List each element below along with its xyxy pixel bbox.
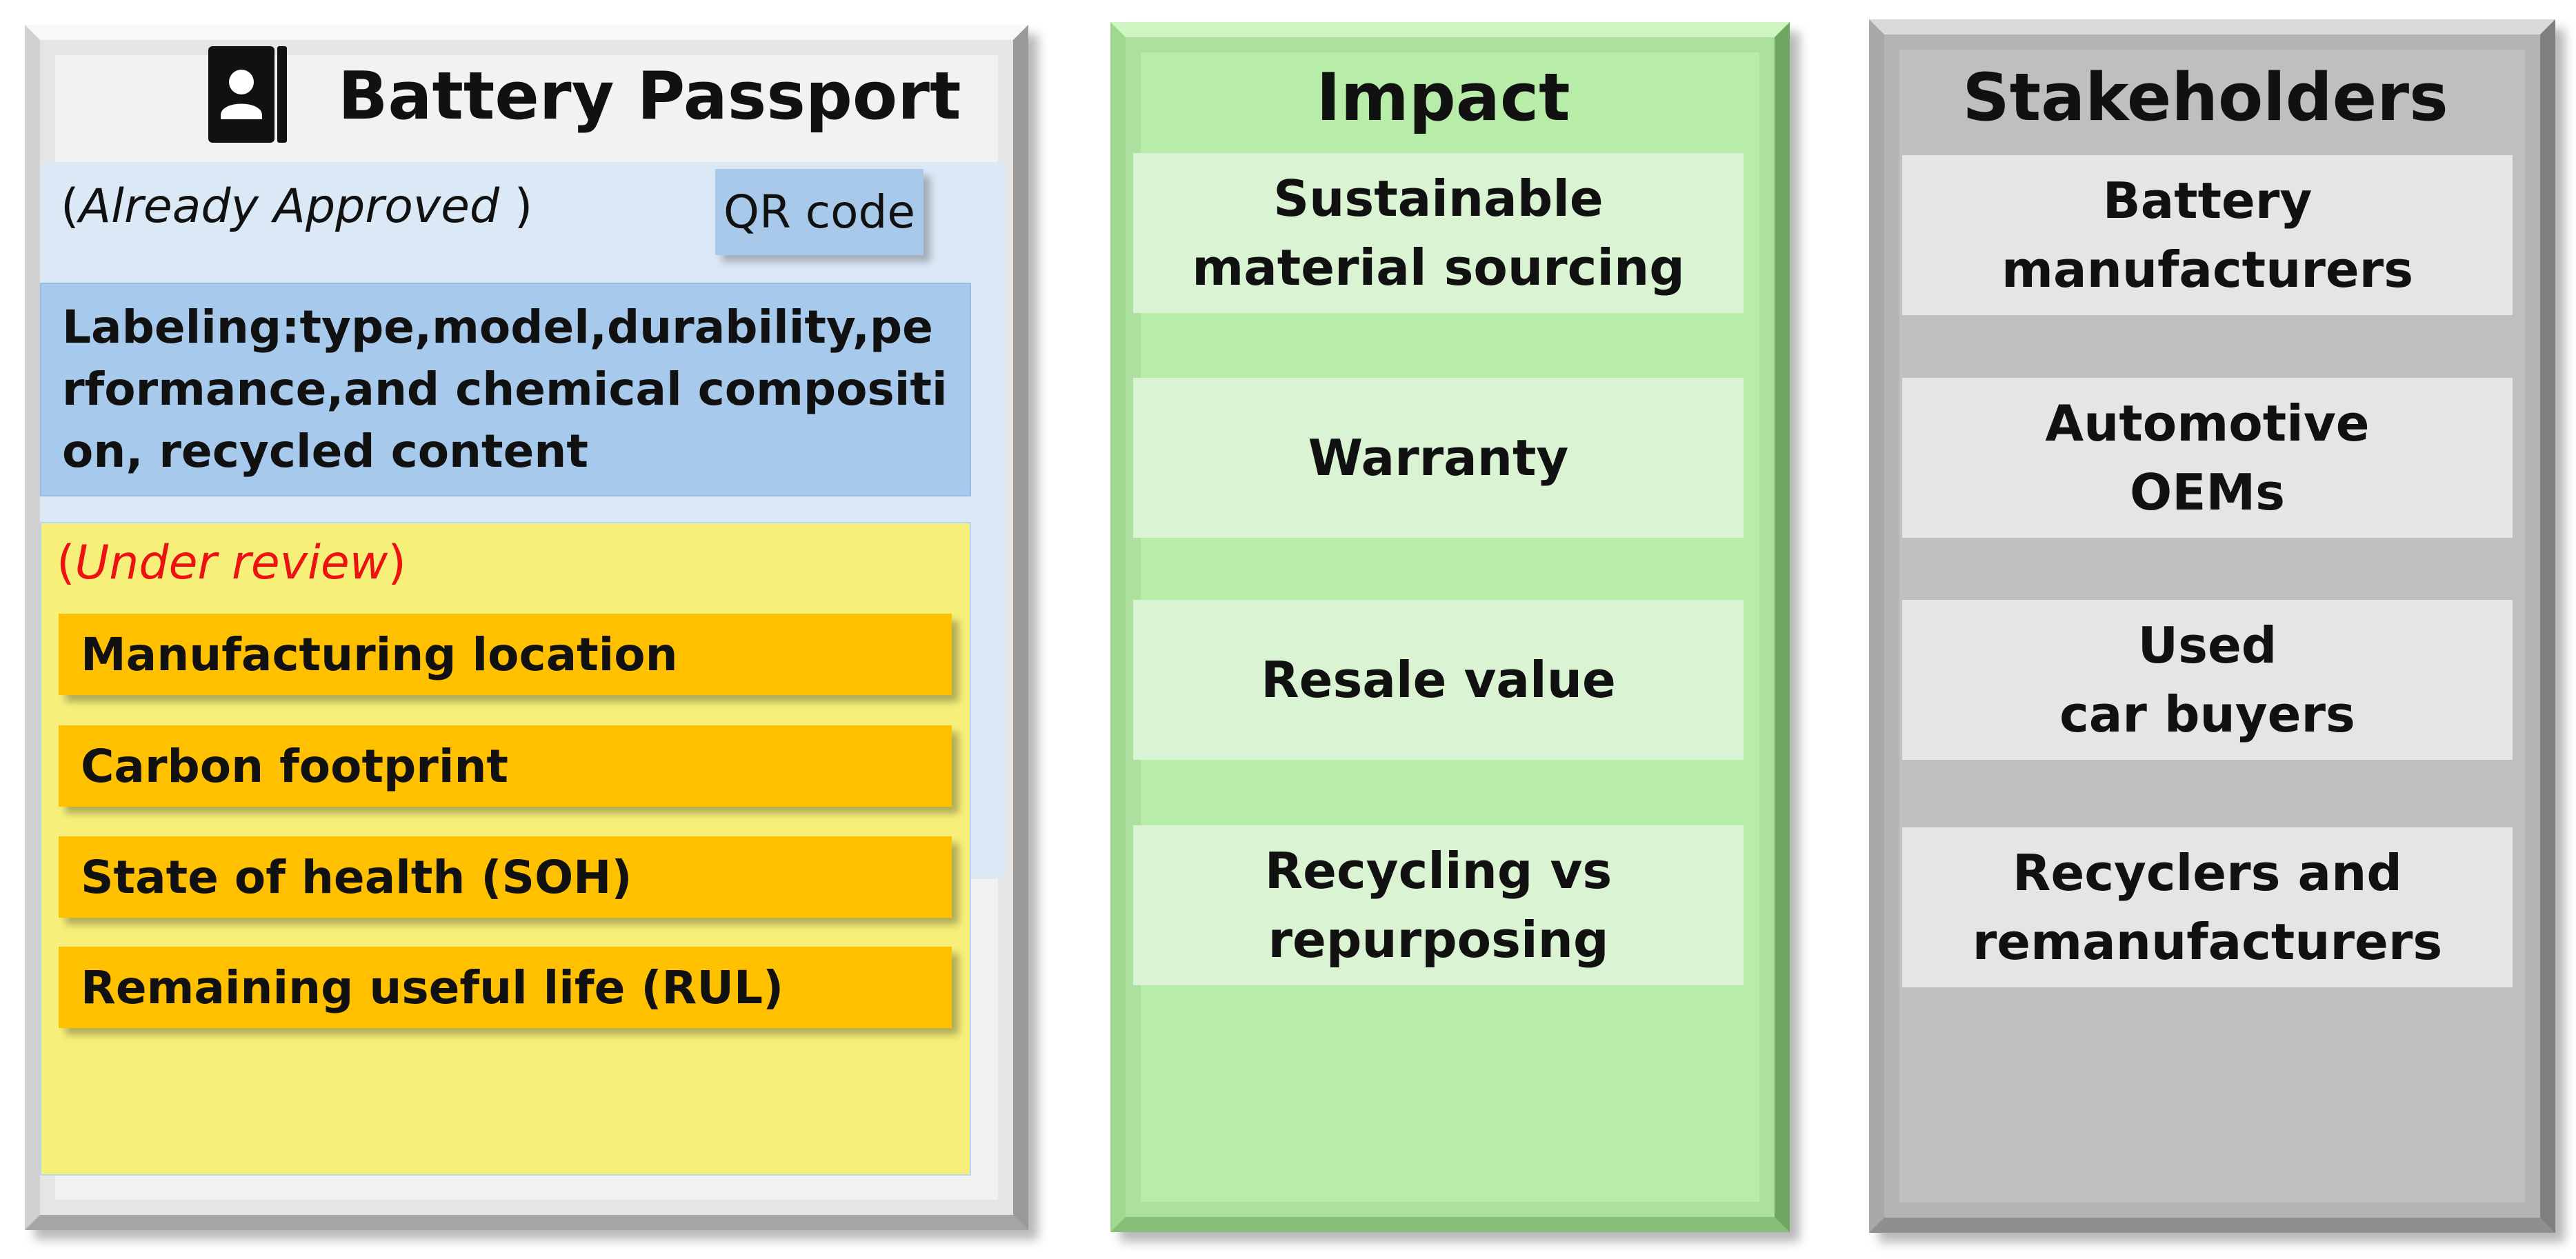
- qr-code-box: QR code: [715, 169, 923, 255]
- approved-tag: (Already Approved ): [61, 176, 532, 238]
- review-open-paren: (: [57, 536, 75, 590]
- stakeholder-card-used-car-buyers: Used car buyers: [1902, 600, 2513, 760]
- impact-card-resale-value: Resale value: [1133, 600, 1744, 760]
- approved-label: Already Approved: [79, 179, 500, 234]
- under-review-tag: (Under review): [57, 532, 406, 594]
- review-item-manufacturing-location: Manufacturing location: [59, 614, 952, 695]
- stakeholders-title: Stakeholders: [1962, 60, 2448, 136]
- impact-card-recycling: Recycling vs repurposing: [1133, 825, 1744, 985]
- stakeholder-card-recyclers: Recyclers and remanufacturers: [1902, 827, 2513, 987]
- approved-open-paren: (: [61, 179, 79, 234]
- review-label: Under review: [74, 536, 388, 590]
- impact-card-warranty: Warranty: [1133, 378, 1744, 538]
- review-item-carbon-footprint: Carbon footprint: [59, 725, 952, 807]
- review-item-remaining-useful-life: Remaining useful life (RUL): [59, 947, 952, 1028]
- passport-book-icon: [208, 46, 287, 143]
- impact-title: Impact: [1316, 60, 1570, 136]
- approved-close-paren: ): [499, 179, 533, 234]
- impact-card-sustainable-sourcing: Sustainable material sourcing: [1133, 153, 1744, 313]
- passport-title: Battery Passport: [338, 59, 961, 134]
- stakeholder-card-automotive-oems: Automotive OEMs: [1902, 378, 2513, 538]
- review-close-paren: ): [388, 536, 406, 590]
- review-item-state-of-health: State of health (SOH): [59, 836, 952, 918]
- labeling-box: Labeling:type,model,durability,performan…: [40, 283, 971, 496]
- stakeholder-card-battery-manufacturers: Battery manufacturers: [1902, 155, 2513, 315]
